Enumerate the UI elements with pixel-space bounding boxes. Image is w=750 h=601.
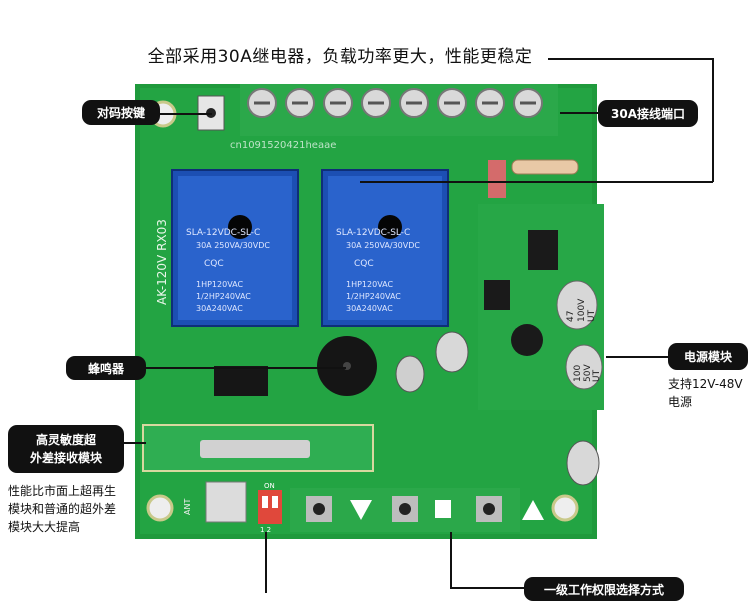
relay-left-rating: 30A 250VA/30VDC bbox=[196, 241, 270, 250]
label-terminal: 30A接线端口 bbox=[598, 100, 698, 127]
capacitor2-value: 100 bbox=[573, 365, 583, 382]
relay-right-hp1: 1HP120VAC bbox=[346, 280, 393, 289]
leader-line bbox=[124, 442, 146, 444]
resistor bbox=[511, 159, 579, 175]
relay-right-rating: 30A 250VA/30VDC bbox=[346, 241, 420, 250]
relay-right-cert: CQC bbox=[354, 259, 374, 269]
leader-line bbox=[360, 181, 713, 183]
power-note: 支持12V-48V 电源 bbox=[668, 375, 750, 411]
relay-left-cert: CQC bbox=[204, 259, 224, 269]
receiver-note-line1: 性能比市面上超再生 bbox=[8, 484, 117, 498]
relay-right bbox=[321, 169, 449, 327]
board-model-text: AK-120V RX03 bbox=[155, 219, 169, 305]
relay-left-model: SLA-12VDC-SL-C bbox=[186, 228, 260, 238]
mounting-hole bbox=[146, 494, 174, 522]
relay-right-hp2: 1/2HP240VAC bbox=[346, 292, 401, 301]
relay-left-rating2: 30A240VAC bbox=[196, 304, 243, 313]
leader-line bbox=[606, 356, 668, 358]
power-note-line2: 电源 bbox=[668, 395, 693, 409]
relay-right-model: SLA-12VDC-SL-C bbox=[336, 228, 410, 238]
dip-numbers: 1 2 bbox=[260, 526, 271, 534]
label-buzzer: 蜂鸣器 bbox=[66, 356, 146, 380]
leader-line bbox=[265, 532, 267, 593]
terminal-screws bbox=[247, 88, 543, 118]
leader-line bbox=[146, 367, 346, 369]
dip-on-label: ON bbox=[264, 482, 275, 490]
leader-line bbox=[560, 112, 598, 114]
label-pairing-button: 对码按键 bbox=[82, 100, 160, 125]
receiver-note-line2: 模块和普通的超外差 bbox=[8, 502, 117, 516]
label-power-module: 电源模块 bbox=[668, 343, 748, 370]
watermark: cn1091520421heaae bbox=[230, 140, 336, 151]
mounting-hole bbox=[551, 494, 579, 522]
leader-line bbox=[450, 532, 452, 588]
capacitor2-brand: UT bbox=[592, 369, 602, 382]
capacitor1-voltage: 100V bbox=[577, 298, 587, 322]
label-receiver-module: 高灵敏度超 外差接收模块 bbox=[8, 425, 124, 473]
capacitor2-voltage: 50V bbox=[583, 364, 593, 382]
power-note-line1: 支持12V-48V bbox=[668, 377, 743, 391]
leader-line bbox=[712, 58, 714, 182]
headline: 全部采用30A继电器，负载功率更大，性能更稳定 bbox=[147, 47, 533, 67]
relay-right-rating2: 30A240VAC bbox=[346, 304, 393, 313]
label-receiver-line1: 高灵敏度超 bbox=[35, 433, 96, 447]
capacitor1-brand: UT bbox=[587, 309, 597, 322]
receiver-note: 性能比市面上超再生 模块和普通的超外差 模块大大提高 bbox=[8, 482, 133, 536]
leader-line bbox=[450, 587, 524, 589]
capacitor1-value: 47 bbox=[566, 311, 576, 322]
leader-line bbox=[160, 113, 212, 115]
ant-label: ANT bbox=[183, 499, 192, 515]
relay-left-hp2: 1/2HP240VAC bbox=[196, 292, 251, 301]
dip-switch bbox=[258, 490, 282, 524]
leader-line bbox=[548, 58, 713, 60]
relay-left bbox=[171, 169, 299, 327]
label-select-mode: 一级工作权限选择方式 bbox=[524, 577, 684, 601]
relay-left-hp1: 1HP120VAC bbox=[196, 280, 243, 289]
receiver-note-line3: 模块大大提高 bbox=[8, 520, 81, 534]
label-receiver-line2: 外差接收模块 bbox=[29, 451, 102, 465]
